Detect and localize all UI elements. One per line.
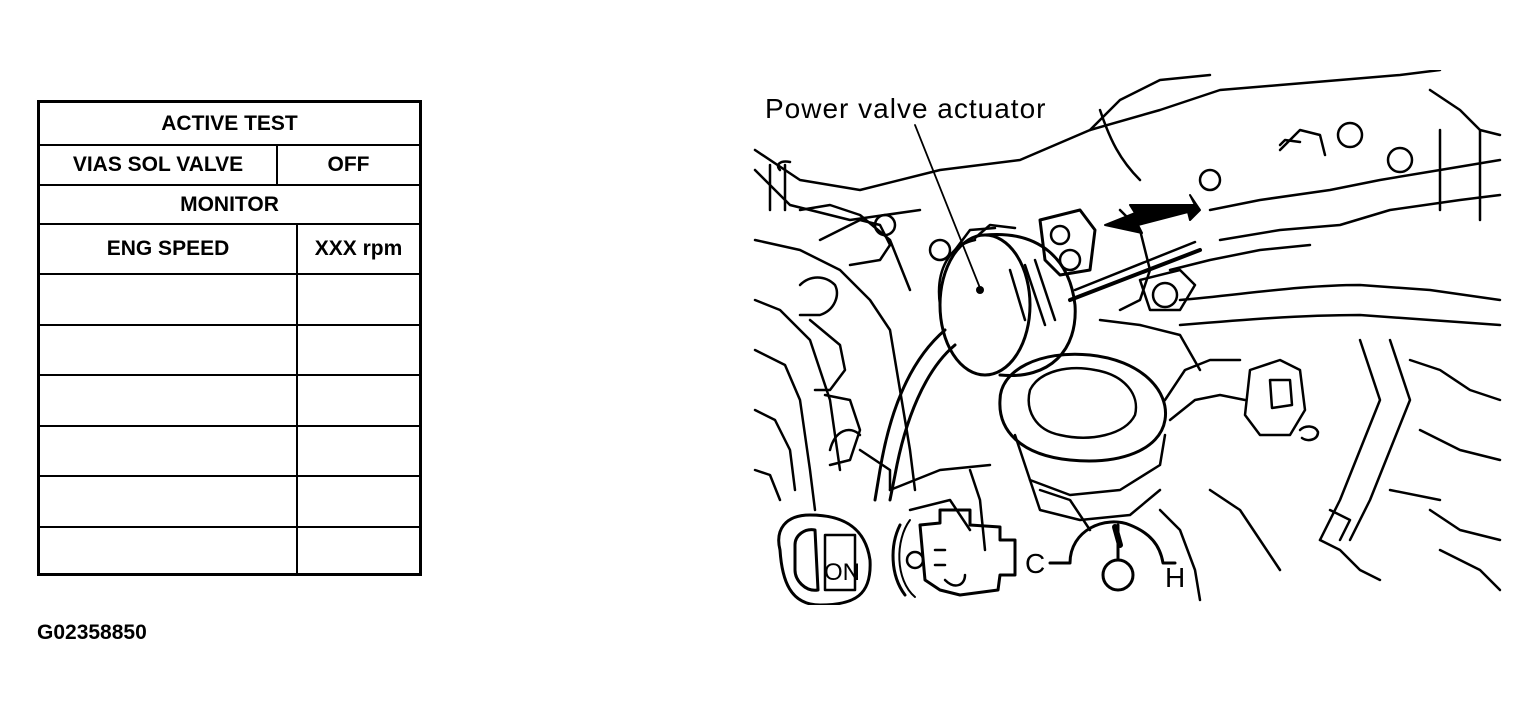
monitor-header: MONITOR	[180, 192, 279, 216]
callout-dot	[976, 286, 984, 294]
empty-row	[40, 477, 419, 528]
power-valve-actuator	[937, 223, 1077, 378]
active-test-table: ACTIVE TEST VIAS SOL VALVE OFF MONITOR E…	[37, 100, 422, 576]
table-header: ACTIVE TEST	[161, 111, 298, 135]
empty-row	[40, 275, 419, 326]
vias-row: VIAS SOL VALVE OFF	[40, 146, 419, 186]
direction-arrow	[1104, 194, 1201, 234]
engine-icon	[891, 508, 1017, 598]
radiator-cap	[998, 352, 1247, 522]
table-header-row: ACTIVE TEST	[40, 103, 419, 146]
eng-speed-label: ENG SPEED	[40, 225, 298, 273]
empty-row	[40, 376, 419, 427]
eng-speed-row: ENG SPEED XXX rpm	[40, 225, 419, 275]
temp-cold-label: C	[1025, 548, 1045, 579]
ignition-key-icon: ON	[777, 513, 872, 605]
callout-leader-line	[914, 124, 981, 289]
temp-hot-label: H	[1165, 562, 1185, 593]
monitor-row: MONITOR	[40, 186, 419, 225]
callout-label: Power valve actuator	[765, 93, 1046, 124]
empty-row	[40, 427, 419, 477]
figure-id: G02358850	[37, 621, 147, 644]
actuator-rod	[1038, 208, 1202, 312]
vias-label: VIAS SOL VALVE	[40, 146, 278, 184]
empty-row	[40, 528, 419, 576]
key-on-label: ON	[824, 559, 860, 586]
empty-row	[40, 326, 419, 376]
eng-speed-value: XXX rpm	[314, 237, 403, 260]
temperature-gauge-icon: C H	[1025, 520, 1185, 593]
engine-background	[753, 70, 1502, 602]
engine-bay-diagram: Power valve actuator	[753, 70, 1502, 605]
vacuum-hose	[873, 328, 957, 502]
vias-value: OFF	[327, 153, 370, 176]
